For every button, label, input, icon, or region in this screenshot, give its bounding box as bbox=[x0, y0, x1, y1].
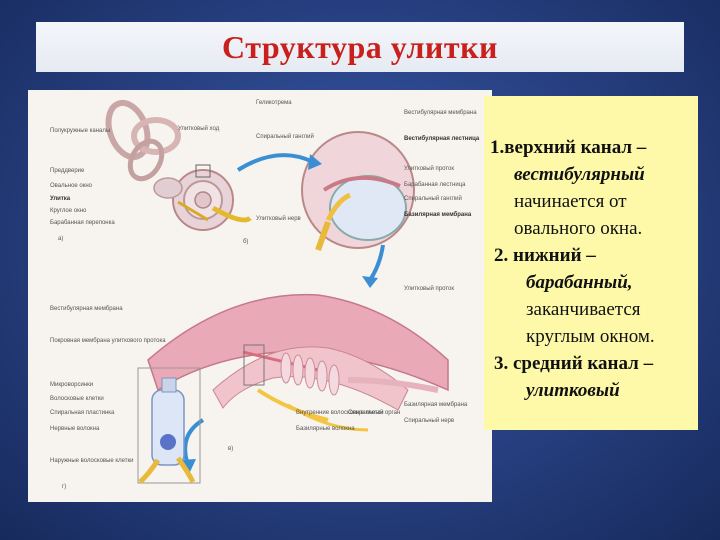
label-cochlear-duct-b: Улитковый проток bbox=[404, 285, 454, 292]
panel-label-b: б) bbox=[243, 239, 248, 245]
label-helicotrema: Геликотрема bbox=[256, 100, 292, 106]
label-spiral-ganglion-small: Спиральный ганглий bbox=[256, 133, 314, 140]
label-vestibular-membrane-top: Вестибулярная мембрана bbox=[404, 110, 477, 116]
item1-heading: 1.верхний канал – bbox=[490, 137, 647, 158]
label-stereocilia: Микроворсинки bbox=[50, 382, 93, 388]
label-semicircular-canals: Полукружные каналы bbox=[50, 128, 110, 134]
panel-label-d: г) bbox=[62, 484, 66, 490]
label-spiral-lamina: Спиральная пластинка bbox=[50, 410, 115, 416]
cochlea-section-drawing bbox=[301, 131, 415, 252]
figure-labels: Полукружные каналы Преддверие Овальное о… bbox=[50, 100, 480, 490]
inner-ear-drawing bbox=[105, 99, 252, 231]
title-bar: Структура улитки bbox=[36, 22, 684, 72]
cochlea-diagram: Полукружные каналы Преддверие Овальное о… bbox=[50, 99, 480, 490]
label-basilar-membrane-b: Базилярная мембрана bbox=[404, 402, 468, 408]
label-round-window: Круглое окно bbox=[50, 208, 87, 214]
item2-desc2: круглым окном. bbox=[526, 326, 655, 347]
label-oval-window: Овальное окно bbox=[50, 183, 93, 189]
panel-label-a: а) bbox=[58, 236, 63, 242]
label-basilar-fibers: Базилярные волокна bbox=[296, 426, 355, 432]
label-hair-cells: Волосковые клетки bbox=[50, 396, 104, 402]
label-outer-hair-cells: Наружные волосковые клетки bbox=[50, 458, 133, 464]
organ-of-corti-drawing bbox=[147, 293, 449, 432]
label-eardrum: Барабанная перепонка bbox=[50, 220, 115, 226]
label-cochlear-nerve: Улитковый нерв bbox=[256, 215, 301, 222]
item2-term: барабанный, bbox=[526, 272, 633, 293]
cochlea-illustration: Полукружные каналы Преддверие Овальное о… bbox=[28, 90, 492, 502]
label-vestibule: Преддверие bbox=[50, 168, 85, 174]
label-spiral-organ: Спиральный орган bbox=[348, 409, 400, 416]
slide-title: Структура улитки bbox=[222, 28, 498, 65]
label-nerve-fibers: Нервные волокна bbox=[50, 426, 100, 432]
label-scala-vestibuli: Вестибулярная лестница bbox=[404, 135, 480, 142]
label-cochlear-duct-top: Улитковый ход bbox=[178, 125, 220, 132]
label-inner-hair-cells: Внутренние волосковые клетки bbox=[296, 410, 384, 416]
label-cochlear-duct: Улитковый проток bbox=[404, 165, 454, 172]
item2-desc1: заканчивается bbox=[526, 299, 641, 320]
label-spiral-nerve: Спиральный нерв bbox=[404, 417, 454, 424]
item3-heading: 3. средний канал – bbox=[494, 353, 654, 374]
label-spiral-ganglion: Спиральный ганглий bbox=[404, 195, 462, 202]
item2-heading: 2. нижний – bbox=[494, 245, 596, 266]
label-cochlea: Улитка bbox=[50, 196, 71, 202]
label-scala-tympani: Барабанная лестница bbox=[404, 182, 466, 188]
item3-term: улитковый bbox=[526, 380, 620, 401]
label-tectorial-membrane: Покровная мембрана улиткового протока bbox=[50, 338, 166, 344]
item1-desc2: овального окна. bbox=[514, 218, 643, 239]
label-basilar-membrane: Базилярная мембрана bbox=[404, 211, 472, 218]
panel-label-c: в) bbox=[228, 446, 233, 452]
hair-cell-drawing bbox=[137, 367, 201, 484]
item1-term: вестибулярный bbox=[514, 164, 645, 185]
description-box: 1.верхний канал – вестибулярный начинает… bbox=[484, 96, 698, 430]
item1-desc1: начинается от bbox=[514, 191, 627, 212]
label-vestibular-membrane: Вестибулярная мембрана bbox=[50, 306, 123, 312]
